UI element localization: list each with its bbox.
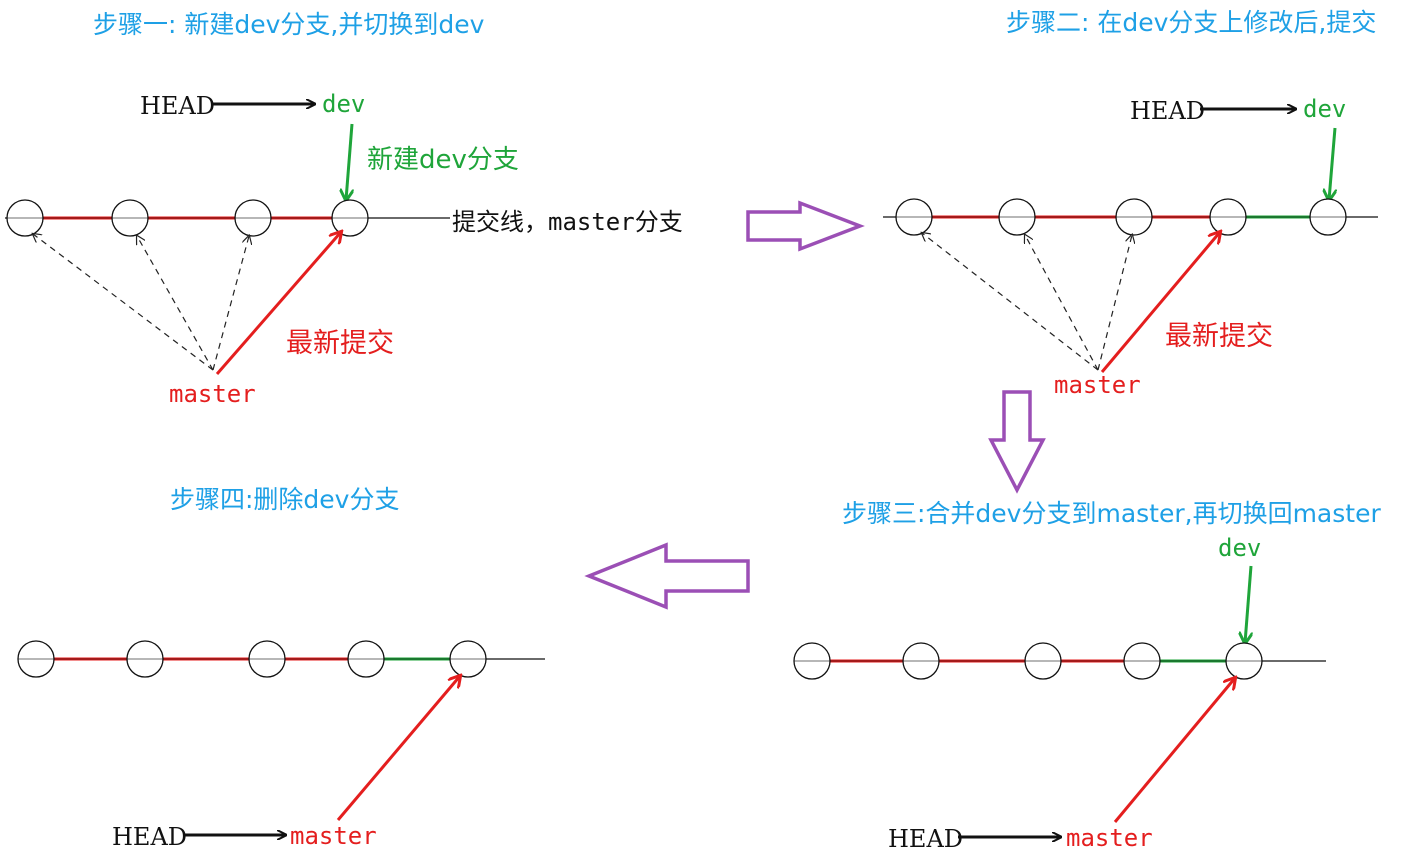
step2-latest-note: 最新提交 — [1165, 321, 1273, 352]
step2-history-pointer-3 — [1097, 235, 1132, 371]
step2-dev-arrow — [1329, 127, 1335, 200]
transition-arrow-right — [746, 200, 865, 252]
step1-history-pointer-2 — [137, 236, 214, 371]
step3-dev-arrow — [1245, 565, 1251, 643]
step4-master-label: master — [290, 822, 377, 850]
step4-head-label: HEAD — [112, 823, 187, 851]
step1-dev-note: 新建dev分支 — [367, 145, 519, 175]
step1-master-arrow — [215, 232, 341, 375]
step2-dev-label: dev — [1303, 95, 1346, 123]
transition-arrow-down — [988, 390, 1046, 494]
step3-master-label: master — [1066, 824, 1153, 852]
step2-master-arrow — [1100, 232, 1220, 373]
step1-line-note: 提交线，master分支 — [452, 208, 683, 236]
step3-dev-label: dev — [1218, 534, 1261, 562]
step2-history-pointer-1 — [922, 233, 1099, 371]
step2-history-pointer-2 — [1025, 235, 1099, 371]
step1-history-pointer-3 — [212, 236, 249, 371]
step1-master-label: master — [169, 380, 256, 408]
step1-history-pointer-1 — [33, 234, 214, 371]
step1-panel: 步骤一: 新建dev分支,并切换到dev HEAD dev 新建dev分支 提交… — [5, 10, 683, 408]
step3-title: 步骤三:合并dev分支到master,再切换回master — [842, 499, 1381, 528]
step2-panel: 步骤二: 在dev分支上修改后,提交 HEAD dev 最新提交 master — [883, 8, 1378, 399]
step4-title: 步骤四:删除dev分支 — [170, 485, 399, 514]
step4-master-arrow — [336, 676, 460, 821]
step3-head-label: HEAD — [888, 825, 963, 853]
transition-arrow-left — [584, 542, 750, 610]
step1-latest-note: 最新提交 — [286, 328, 394, 359]
step1-head-label: HEAD — [140, 92, 215, 120]
step2-head-label: HEAD — [1130, 97, 1205, 125]
step2-master-label: master — [1054, 371, 1141, 399]
step1-dev-label: dev — [322, 90, 365, 118]
step3-master-arrow — [1113, 678, 1235, 823]
step1-dev-arrow — [346, 123, 352, 200]
step3-panel: 步骤三:合并dev分支到master,再切换回master dev HEAD m… — [793, 499, 1381, 853]
step4-panel: 步骤四:删除dev分支 HEAD master — [17, 485, 545, 851]
step2-title: 步骤二: 在dev分支上修改后,提交 — [1006, 8, 1376, 37]
step1-title: 步骤一: 新建dev分支,并切换到dev — [93, 10, 485, 39]
